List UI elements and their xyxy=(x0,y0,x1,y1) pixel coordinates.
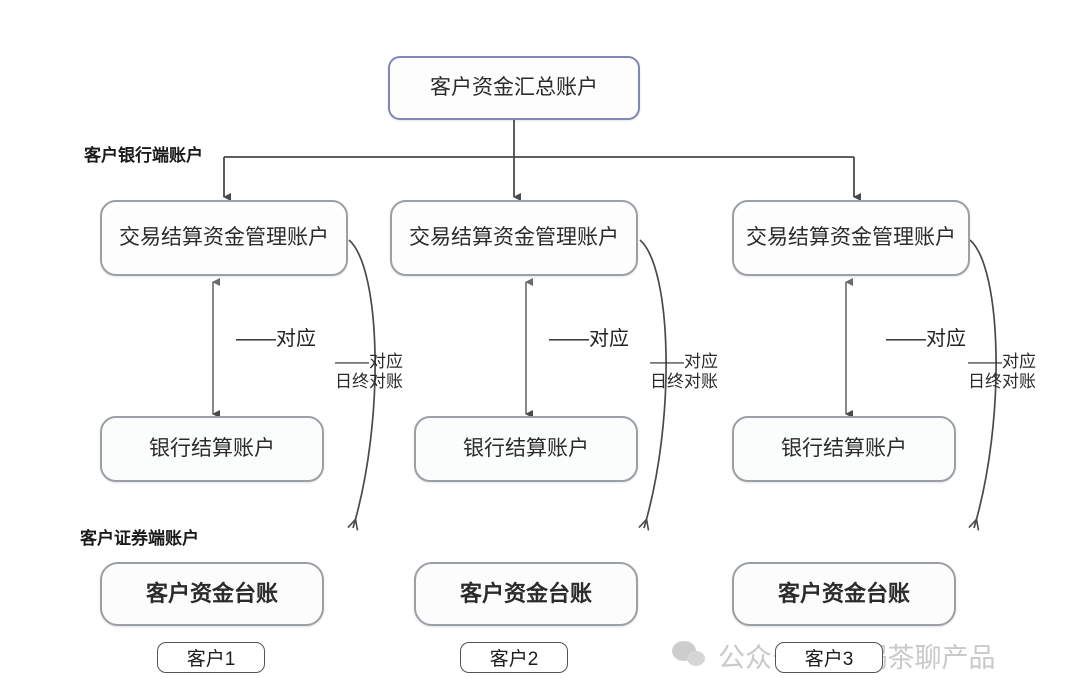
chip-label: 客户1 xyxy=(186,649,236,670)
node-customer-ledger-2[interactable]: 客户资金台账 xyxy=(414,562,638,626)
chip-label: 客户3 xyxy=(804,649,854,670)
settlement-bank-links xyxy=(212,278,853,418)
edge-label-correspond-3: ——对应 xyxy=(886,328,966,350)
node-customer-ledger-1[interactable]: 客户资金台账 xyxy=(100,562,324,626)
node-settlement-account-1[interactable]: 交易结算资金管理账户 xyxy=(100,200,348,276)
edge-label-daily-reconcile-1: ——对应 日终对账 xyxy=(335,352,403,391)
node-bank-settlement-account-2[interactable]: 银行结算账户 xyxy=(414,416,638,482)
edge-label-correspond-2: ——对应 xyxy=(549,328,629,350)
node-label: 客户资金台账 xyxy=(459,581,592,607)
node-label: 客户资金台账 xyxy=(145,581,278,607)
node-label: 交易结算资金管理账户 xyxy=(119,225,329,249)
edge-label-line1: ——对应 xyxy=(968,352,1036,371)
chip-customer-2[interactable]: 客户2 xyxy=(460,642,568,673)
node-bank-settlement-account-1[interactable]: 银行结算账户 xyxy=(100,416,324,482)
node-label: 客户资金汇总账户 xyxy=(430,75,598,99)
edge-label-correspond-1: ——对应 xyxy=(236,328,316,350)
tree-connectors xyxy=(223,120,861,201)
edge-label-line1: ——对应 xyxy=(335,352,403,371)
node-label: 客户资金台账 xyxy=(777,581,910,607)
edge-label-line2: 日终对账 xyxy=(968,371,1036,391)
node-bank-settlement-account-3[interactable]: 银行结算账户 xyxy=(732,416,956,482)
edge-label-daily-reconcile-3: ——对应 日终对账 xyxy=(968,352,1036,391)
edge-label-line2: 日终对账 xyxy=(650,371,718,391)
chip-customer-1[interactable]: 客户1 xyxy=(157,642,265,673)
node-customer-fund-summary-account[interactable]: 客户资金汇总账户 xyxy=(388,56,640,120)
node-customer-ledger-3[interactable]: 客户资金台账 xyxy=(732,562,956,626)
node-label: 银行结算账户 xyxy=(781,436,907,460)
section-label-bank-side: 客户银行端账户 xyxy=(84,146,203,165)
section-label-securities-side: 客户证券端账户 xyxy=(80,529,199,548)
node-settlement-account-3[interactable]: 交易结算资金管理账户 xyxy=(732,200,970,276)
wechat-icon xyxy=(672,640,708,671)
edge-label-daily-reconcile-2: ——对应 日终对账 xyxy=(650,352,718,391)
edge-label-line2: 日终对账 xyxy=(335,371,403,391)
node-label: 银行结算账户 xyxy=(463,436,589,460)
settlement-ledger-curves xyxy=(347,239,997,531)
chip-label: 客户2 xyxy=(489,649,539,670)
edge-label-line1: ——对应 xyxy=(650,352,718,371)
node-label: 交易结算资金管理账户 xyxy=(409,225,619,249)
chip-customer-3[interactable]: 客户3 xyxy=(775,642,883,673)
node-settlement-account-2[interactable]: 交易结算资金管理账户 xyxy=(390,200,638,276)
node-label: 银行结算账户 xyxy=(149,436,275,460)
node-label: 交易结算资金管理账户 xyxy=(746,225,956,249)
